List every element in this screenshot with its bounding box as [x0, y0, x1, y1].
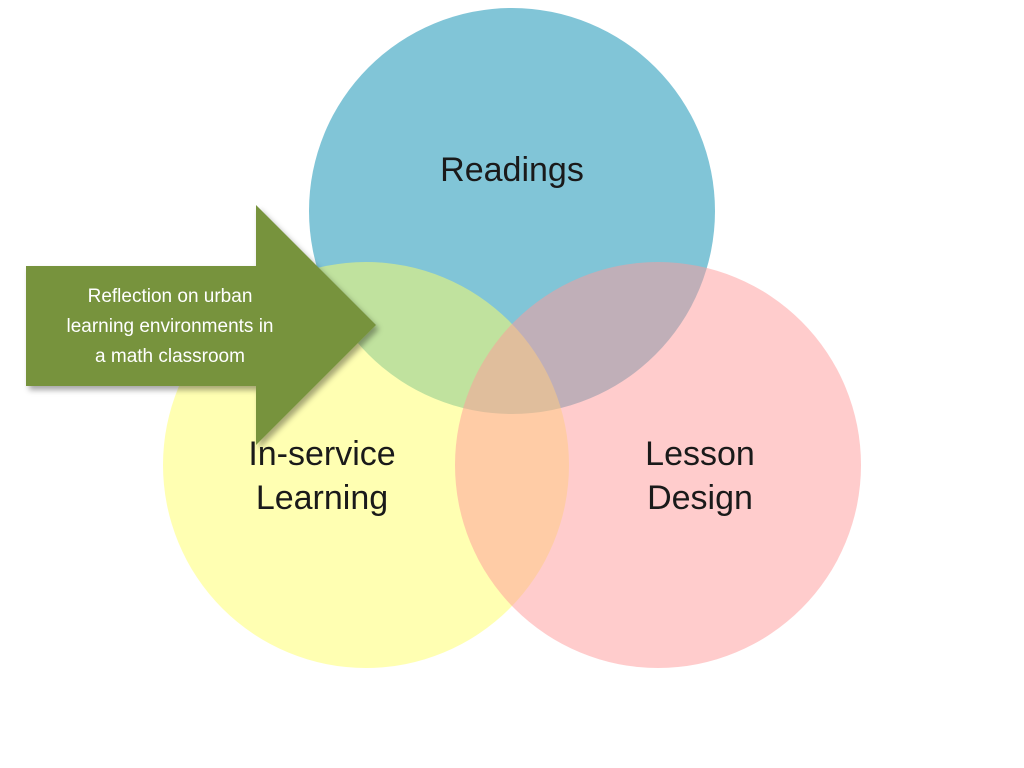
arrow-text-line-2: learning environments in — [66, 316, 274, 337]
in-service-label-line-1: In-service — [248, 435, 396, 473]
arrow-text-line-1: Reflection on urban — [87, 286, 253, 307]
in-service-learning-label: In-service Learning — [212, 432, 432, 520]
circle-lesson-design — [455, 262, 861, 668]
reflection-arrow-text: Reflection on urban learning environment… — [32, 282, 308, 372]
in-service-label-line-2: Learning — [255, 479, 389, 517]
reflection-arrow — [26, 205, 376, 445]
readings-label: Readings — [412, 148, 612, 192]
lesson-design-label: Lesson Design — [600, 432, 800, 520]
readings-label-line-1: Readings — [440, 151, 584, 189]
lesson-design-label-line-2: Design — [647, 479, 753, 517]
lesson-design-label-line-1: Lesson — [645, 435, 755, 473]
arrow-text-line-3: a math classroom — [95, 346, 245, 367]
